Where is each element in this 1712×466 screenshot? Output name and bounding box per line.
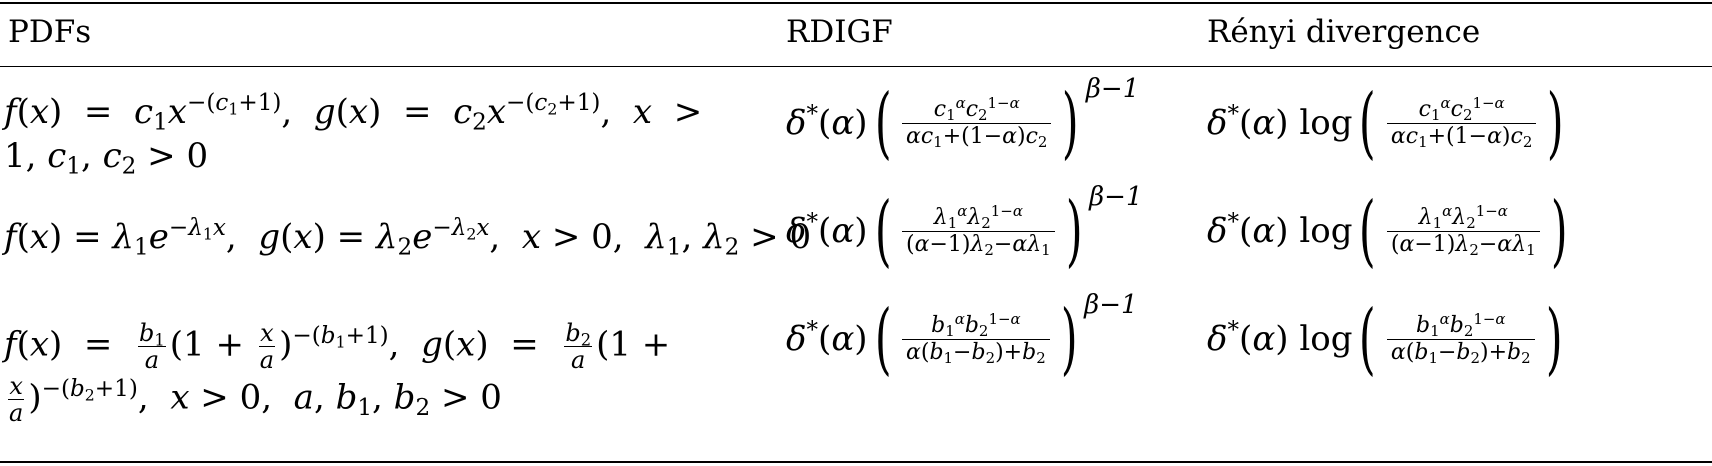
header-rdigf: RDIGF (786, 14, 893, 50)
table-row-2-pdf: f(x) = λ1e−λ1x, g(x) = λ2e−λ2x, x > 0, λ… (4, 215, 812, 261)
table-top-rule (0, 2, 1712, 4)
table-row-2-rdigf: δ*(α) ( λ1αλ21−α(α−1)λ2−αλ1 ) β−1 (786, 182, 1143, 276)
header-renyi: Rényi divergence (1207, 14, 1481, 50)
table-row-2-renyi: δ*(α) log ( λ1αλ21−α(α−1)λ2−αλ1 ) (1207, 186, 1568, 276)
table-header-rule (0, 66, 1712, 67)
table-bottom-rule (0, 461, 1712, 463)
header-pdfs: PDFs (8, 14, 92, 50)
table-row-1-pdf: f(x) = c1x−(c1+1), g(x) = c2x−(c2+1), x … (4, 90, 703, 180)
